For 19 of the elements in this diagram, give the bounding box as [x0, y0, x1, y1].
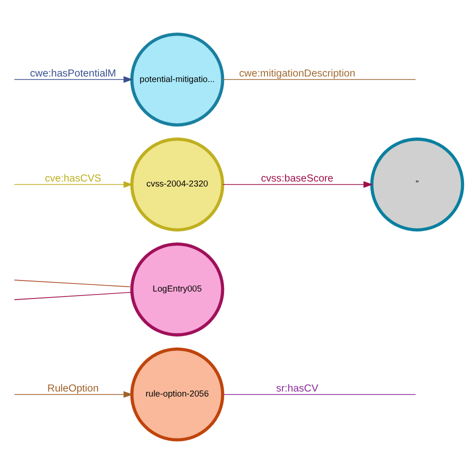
node-circle: rule-option-2056	[130, 348, 224, 442]
arrow	[222, 181, 373, 188]
edge-label: cwe:mitigationDescription	[239, 68, 356, 80]
arrow	[14, 181, 134, 188]
node-circle: LogEntry005	[130, 242, 224, 336]
node-circle: "	[370, 138, 464, 232]
edge-label: RuleOption	[47, 384, 99, 395]
arrow	[14, 391, 134, 398]
connector	[14, 292, 132, 300]
connector	[222, 394, 416, 395]
node-circle: cvss-2004-2320	[130, 138, 224, 232]
edge-label: sr:hasCV	[276, 384, 318, 395]
node-circle: potential-mitigatio...	[130, 32, 224, 126]
connector	[222, 79, 416, 80]
arrow	[14, 76, 134, 83]
edge-label: cvss:baseScore	[261, 174, 334, 185]
edge-label: cve:hasCVS	[44, 174, 102, 185]
connector	[14, 280, 132, 288]
edge-label: cwe:hasPotentialM	[30, 68, 116, 80]
